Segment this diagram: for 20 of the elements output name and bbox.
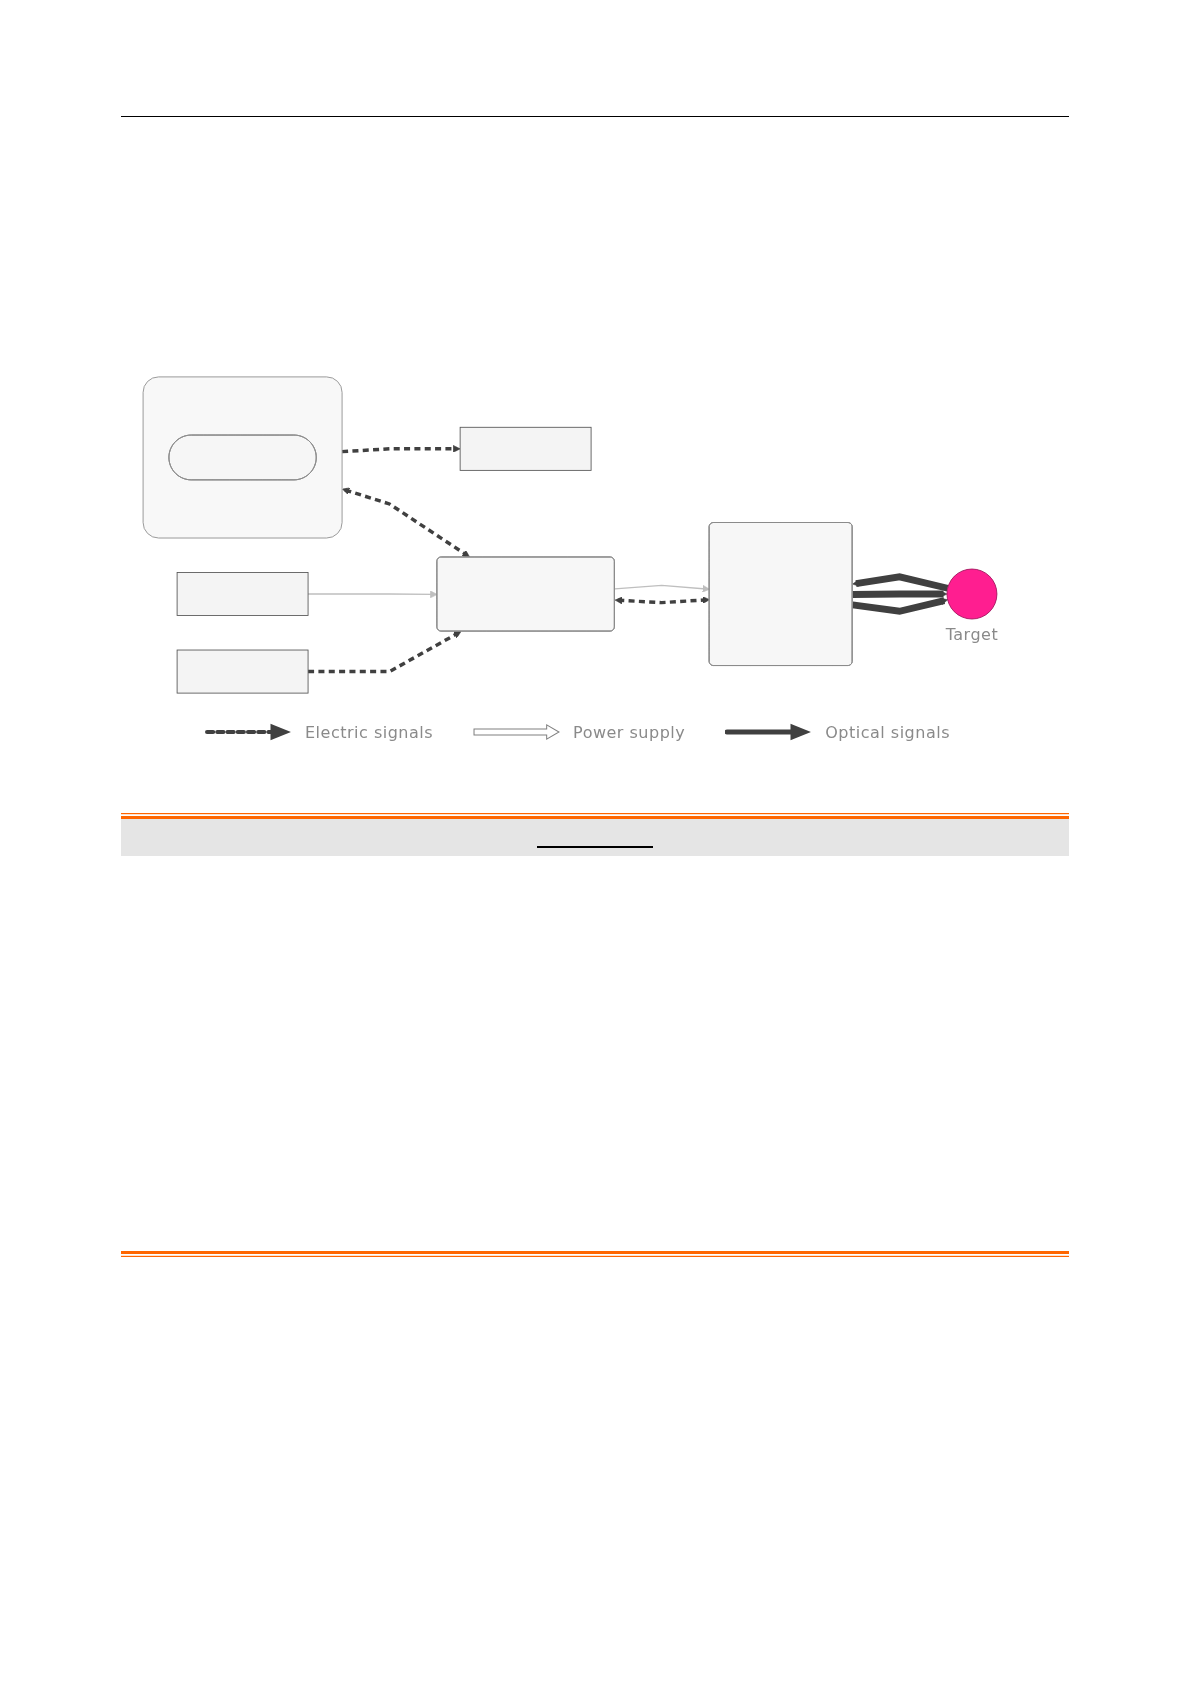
- arrow: [307, 590, 438, 599]
- arrow: [308, 631, 462, 674]
- rounded-box: [708, 522, 853, 666]
- block-box: [459, 426, 592, 471]
- arrow: [852, 573, 949, 592]
- arrow: [852, 590, 948, 598]
- arrow: [852, 597, 948, 615]
- arrow: [342, 445, 461, 454]
- rounded-box: [436, 556, 615, 632]
- block-box: [176, 572, 309, 616]
- block-box: [176, 649, 309, 694]
- target-shape: [946, 568, 998, 620]
- arrow: [614, 596, 710, 605]
- arrow: [342, 487, 470, 558]
- pill-box: [168, 434, 317, 481]
- legend-text: Optical signals: [825, 722, 950, 742]
- legend-text: Power supply: [573, 722, 686, 742]
- legend-text: Electric signals: [305, 722, 434, 742]
- arrow: [614, 584, 710, 593]
- node-caption: Target: [945, 625, 999, 644]
